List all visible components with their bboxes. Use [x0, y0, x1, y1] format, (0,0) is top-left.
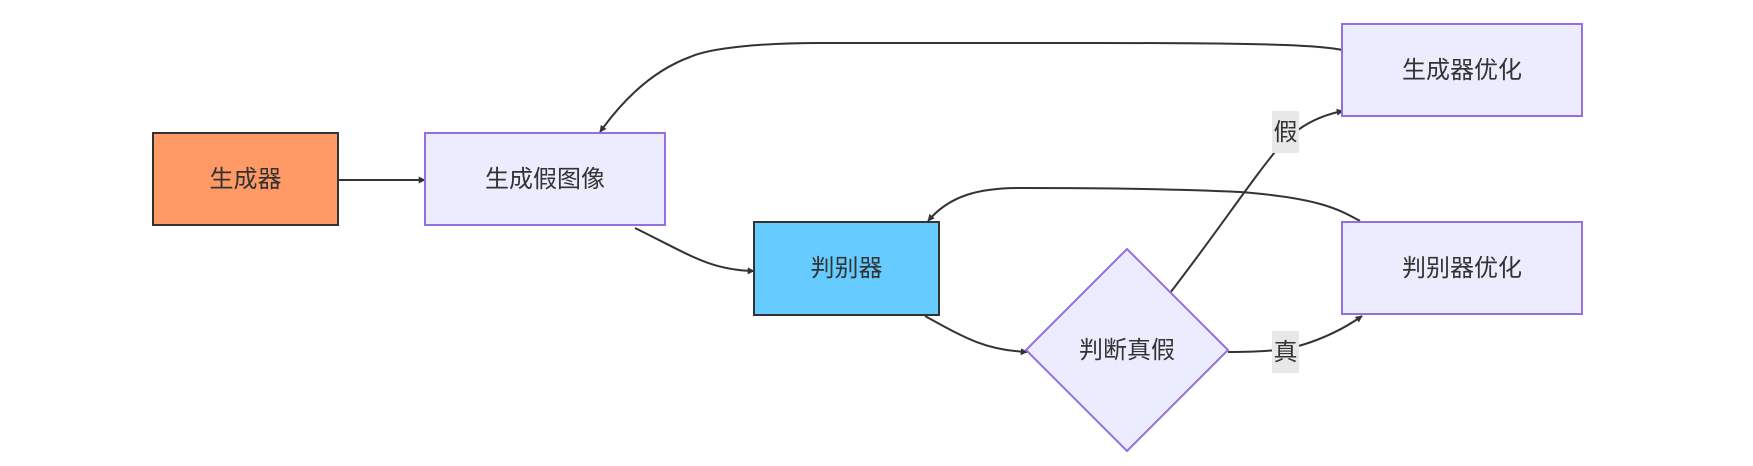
node-discriminator-box: [753, 221, 940, 316]
node-judge-label: 判断真假: [1079, 336, 1175, 364]
node-fake-image[interactable]: 生成假图像: [424, 132, 666, 226]
edge-label-real: 真: [1274, 338, 1298, 366]
node-generator-label: 生成器: [210, 165, 282, 193]
node-discriminator-opt-label: 判别器优化: [1402, 254, 1522, 282]
node-judge[interactable]: 判断真假: [1024, 247, 1230, 453]
edge-generator-opt-to-fake-image: [599, 42, 1343, 133]
edge-fake-image-to-discriminator: [634, 227, 755, 275]
node-discriminator-label: 判别器: [811, 254, 883, 282]
edge-labels: 假 真: [1272, 111, 1299, 373]
edges: [338, 42, 1363, 356]
node-fake-image-label: 生成假图像: [485, 165, 605, 193]
node-generator[interactable]: 生成器: [152, 132, 339, 226]
node-generator-box: [152, 132, 339, 226]
edge-judge-to-discriminator-opt: [1227, 315, 1363, 353]
node-judge-diamond: [1024, 247, 1230, 453]
node-fake-image-box: [424, 132, 666, 226]
edge-label-fake: 假: [1274, 118, 1298, 146]
edge-label-bg-fake: [1272, 111, 1299, 153]
node-discriminator-opt[interactable]: 判别器优化: [1341, 221, 1583, 315]
node-generator-opt[interactable]: 生成器优化: [1341, 23, 1583, 117]
edge-judge-to-generator-opt: [1169, 108, 1344, 294]
edge-discriminator-to-judge: [924, 315, 1028, 356]
edge-label-bg-real: [1272, 331, 1299, 373]
node-discriminator-opt-box: [1341, 221, 1583, 315]
node-discriminator[interactable]: 判别器: [753, 221, 940, 316]
node-generator-opt-box: [1341, 23, 1583, 117]
node-generator-opt-label: 生成器优化: [1402, 56, 1522, 84]
edge-discriminator-opt-to-discriminator: [927, 186, 1361, 222]
